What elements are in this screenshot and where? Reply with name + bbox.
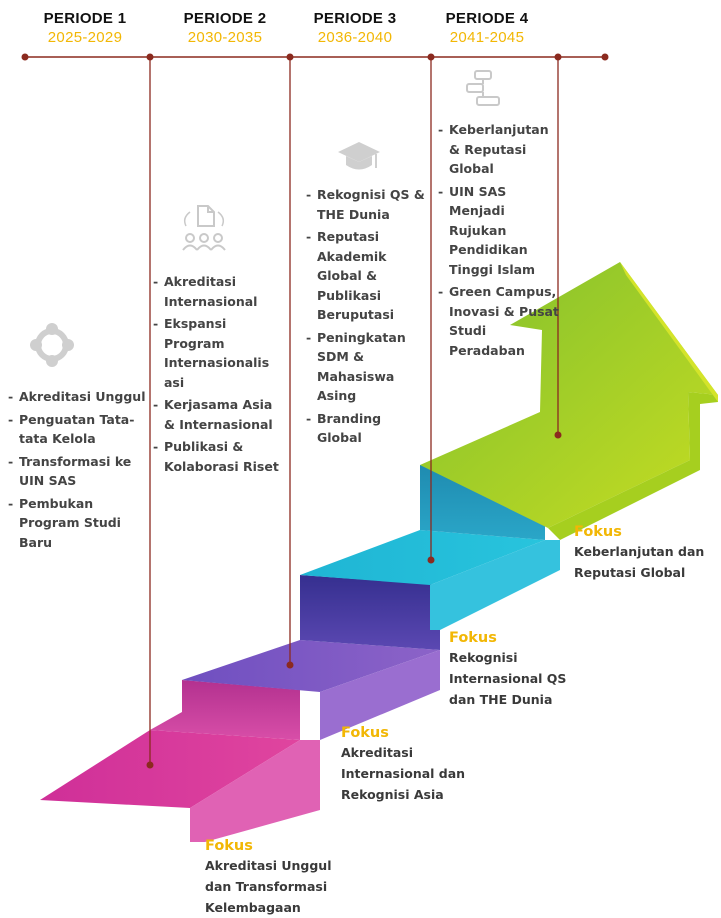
list-item: Branding Global bbox=[306, 409, 426, 448]
list-item: Keberlanjutan & Reputasi Global bbox=[438, 120, 560, 179]
list-item: Ekspansi Program Internasionalis asi bbox=[153, 314, 283, 392]
list-item: Akreditasi Internasional bbox=[153, 272, 283, 311]
period-1-title: PERIODE 1 bbox=[43, 10, 127, 27]
step-3-top bbox=[300, 530, 545, 585]
list-item: Pembukan Program Studi Baru bbox=[8, 494, 146, 553]
list-item: Publikasi & Kolaborasi Riset bbox=[153, 437, 283, 476]
drop-end-1 bbox=[146, 761, 154, 769]
period-4-goals: Keberlanjutan & Reputasi Global UIN SAS … bbox=[438, 120, 560, 363]
document-team-icon bbox=[182, 205, 226, 251]
step-4-top bbox=[420, 262, 718, 528]
graduation-cap-icon bbox=[338, 142, 380, 170]
list-item: Kerjasama Asia & Internasional bbox=[153, 395, 283, 434]
period-1-header: PERIODE 1 2025-2029 bbox=[30, 10, 140, 46]
focus-3: Fokus Rekognisi Internasional QS dan THE… bbox=[449, 630, 589, 710]
step-4-front bbox=[548, 392, 718, 540]
focus-4: Fokus Keberlanjutan dan Reputasi Global bbox=[574, 524, 720, 583]
focus-4-text: Keberlanjutan dan Reputasi Global bbox=[574, 544, 705, 580]
focus-1-title: Fokus bbox=[205, 838, 253, 854]
list-item: Reputasi Akademik Global & Publikasi Ber… bbox=[306, 227, 426, 325]
list-item: Green Campus, Inovasi & Pusat Studi Pera… bbox=[438, 282, 560, 360]
step-3-front bbox=[430, 540, 560, 630]
period-3-header: PERIODE 3 2036-2040 bbox=[300, 10, 410, 46]
period-4-title: PERIODE 4 bbox=[445, 10, 529, 27]
focus-4-title: Fokus bbox=[574, 524, 622, 540]
step-1-top bbox=[40, 730, 300, 808]
list-item: Akreditasi Unggul bbox=[8, 387, 146, 407]
period-3-years: 2036-2040 bbox=[317, 29, 393, 46]
list-item: Peningkatan SDM & Mahasiswa Asing bbox=[306, 328, 426, 406]
period-2-header: PERIODE 2 2030-2035 bbox=[170, 10, 280, 46]
period-1-years: 2025-2029 bbox=[47, 29, 123, 46]
period-1-goals: Akreditasi Unggul Penguatan Tata-tata Ke… bbox=[8, 387, 146, 555]
list-item: Penguatan Tata-tata Kelola bbox=[8, 410, 146, 449]
drop-end-3 bbox=[427, 556, 435, 564]
period-4-years: 2041-2045 bbox=[449, 29, 525, 46]
flowchart-icon bbox=[466, 70, 500, 106]
period-4-header: PERIODE 4 2041-2045 bbox=[432, 10, 542, 46]
step-2-riser bbox=[300, 575, 440, 650]
step-1-riser bbox=[150, 680, 300, 740]
list-item: Transformasi ke UIN SAS bbox=[8, 452, 146, 491]
period-2-title: PERIODE 2 bbox=[183, 10, 267, 27]
drop-end-4 bbox=[554, 431, 562, 439]
step-2-front bbox=[320, 650, 440, 740]
focus-3-text: Rekognisi Internasional QS dan THE Dunia bbox=[449, 650, 567, 707]
drop-end-2 bbox=[286, 661, 294, 669]
step-2-top bbox=[182, 640, 440, 692]
focus-2-text: Akreditasi Internasional dan Rekognisi A… bbox=[341, 745, 466, 802]
list-item: Rekognisi QS & THE Dunia bbox=[306, 185, 426, 224]
list-item: UIN SAS Menjadi Rujukan Pendidikan Tingg… bbox=[438, 182, 560, 280]
timeline-node-end bbox=[601, 53, 609, 61]
period-3-goals: Rekognisi QS & THE Dunia Reputasi Akadem… bbox=[306, 185, 426, 451]
focus-2-title: Fokus bbox=[341, 725, 389, 741]
focus-1-text: Akreditasi Unggul dan Transformasi Kelem… bbox=[205, 858, 332, 915]
focus-1: Fokus Akreditasi Unggul dan Transformasi… bbox=[205, 838, 355, 918]
period-2-years: 2030-2035 bbox=[187, 29, 263, 46]
period-3-title: PERIODE 3 bbox=[313, 10, 397, 27]
timeline-node-start bbox=[21, 53, 29, 61]
focus-3-title: Fokus bbox=[449, 630, 497, 646]
ring-of-people-icon bbox=[30, 323, 74, 367]
period-2-goals: Akreditasi Internasional Ekspansi Progra… bbox=[153, 272, 283, 479]
arrow-side bbox=[620, 262, 718, 402]
focus-2: Fokus Akreditasi Internasional dan Rekog… bbox=[341, 725, 491, 805]
step-1-front bbox=[190, 740, 320, 842]
